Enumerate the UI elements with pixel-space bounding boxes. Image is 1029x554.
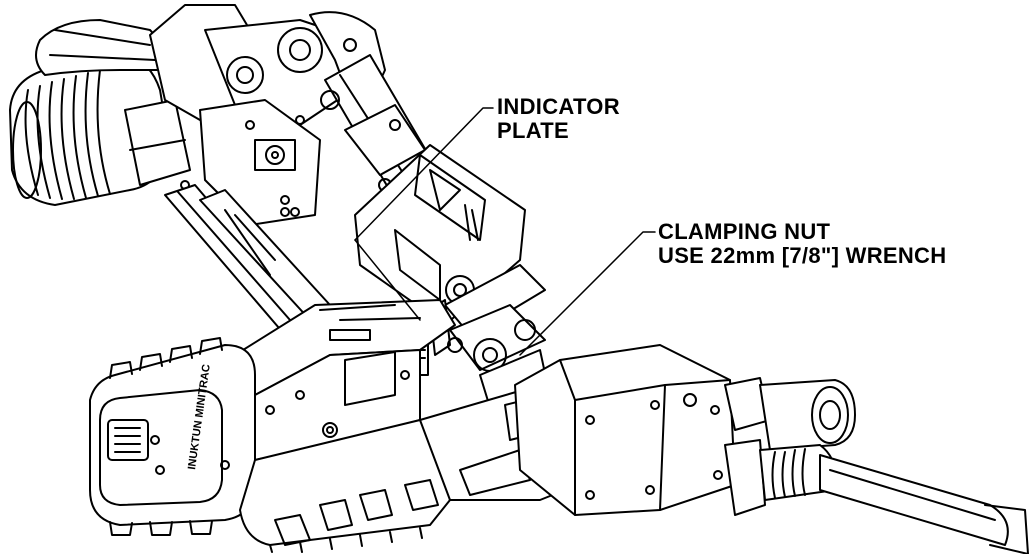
tilt-module [354,144,546,376]
indicator-plate-line1: INDICATOR [497,94,620,119]
right-track [239,419,451,553]
indicator-plate-callout: INDICATOR PLATE [497,95,620,143]
clamping-nut-callout: CLAMPING NUT USE 22mm [7/8"] WRENCH [658,220,946,268]
clamping-leader [519,231,656,356]
left-track [89,337,256,536]
rear-motor-box [514,344,736,516]
support-struts [164,184,331,336]
clamping-nut-line2: USE 22mm [7/8"] WRENCH [658,243,947,268]
indicator-leader-a [354,107,494,241]
rear-connectors [724,377,1029,554]
indicator-leader-b [354,239,421,321]
leader-lines [354,107,656,356]
indicator-plate-line2: PLATE [497,118,569,143]
camera-head [9,19,191,206]
clamping-nut-line1: CLAMPING NUT [658,219,831,244]
